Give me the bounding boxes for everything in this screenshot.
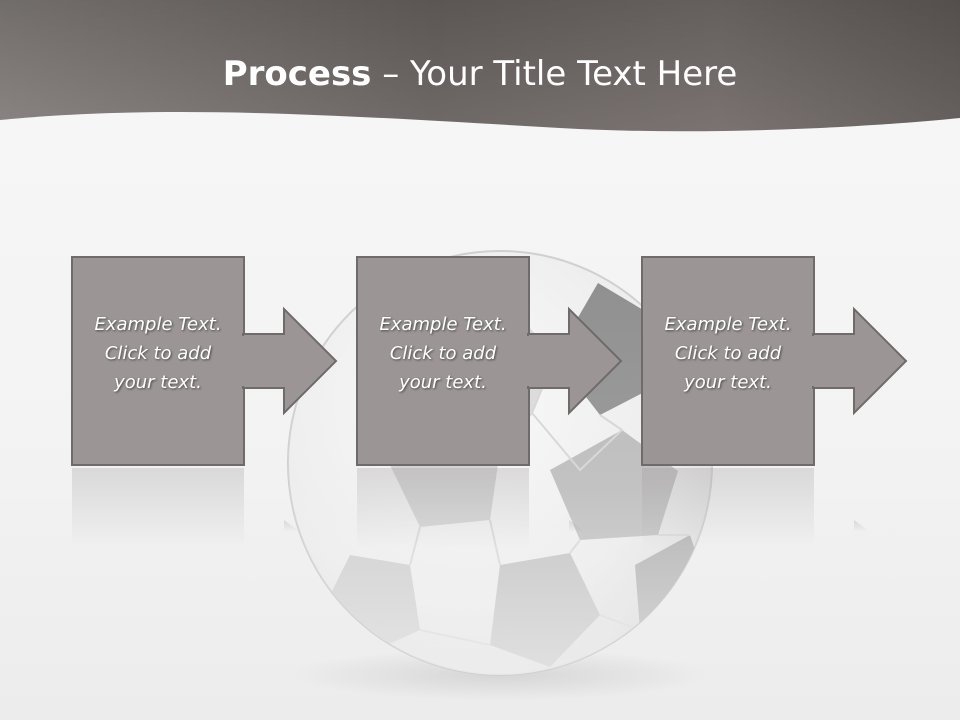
title-rest-part: – Your Title Text Here [371,54,738,94]
step-3-shape[interactable] [641,256,908,466]
arrow-right-icon [527,306,623,416]
arrow-right-icon [812,306,908,416]
arrow-right-icon [242,306,338,416]
step-2-line-3: your text. [399,372,487,393]
step-2-text[interactable]: Example Text. Click to add your text. [357,310,529,397]
step-1-text[interactable]: Example Text. Click to add your text. [72,310,244,397]
step-3-line-1: Example Text. [664,314,792,335]
step-3-line-2: Click to add [674,343,782,364]
step-1-shape[interactable] [71,256,338,466]
step-2-box [356,256,530,466]
step-2-line-1: Example Text. [379,314,507,335]
step-1-line-2: Click to add [104,343,212,364]
step-1-line-1: Example Text. [94,314,222,335]
step-3-line-3: your text. [684,372,772,393]
step-1-box [71,256,245,466]
box-reflections [72,468,870,548]
step-3-box [641,256,815,466]
step-2-shape[interactable] [356,256,623,466]
step-1-line-3: your text. [114,372,202,393]
step-3-text[interactable]: Example Text. Click to add your text. [642,310,814,397]
header-band [0,0,960,132]
page-title: Process – Your Title Text Here [0,52,960,96]
title-bold-part: Process [222,54,372,94]
step-2-line-2: Click to add [389,343,497,364]
